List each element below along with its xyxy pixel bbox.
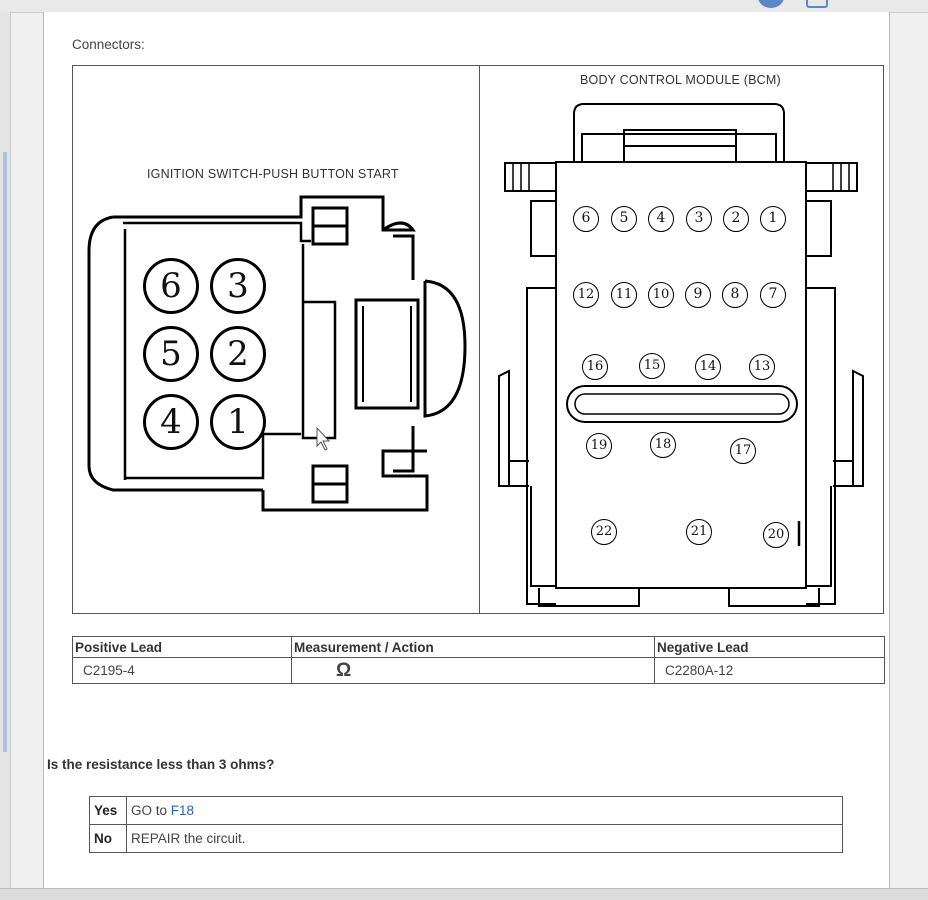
- left-panel-highlight: [3, 152, 7, 752]
- resistance-question: Is the resistance less than 3 ohms?: [47, 757, 275, 772]
- negative-lead-header: Negative Lead: [654, 636, 885, 658]
- ignition-pin-4: 2: [210, 326, 266, 382]
- measurement-table: Positive Lead Measurement / Action Negat…: [72, 636, 885, 684]
- left-panel-edge: [0, 12, 11, 892]
- table-header-row: Positive Lead Measurement / Action Negat…: [72, 636, 885, 658]
- positive-lead-header: Positive Lead: [72, 636, 292, 658]
- diagram-divider: [479, 66, 480, 613]
- bcm-pin: 3: [686, 206, 712, 232]
- f18-link[interactable]: F18: [170, 803, 195, 818]
- bcm-pin: 1: [760, 206, 786, 232]
- yes-key: Yes: [89, 796, 127, 825]
- bcm-pin: 16: [582, 354, 608, 380]
- yes-action: GO to F18: [126, 796, 843, 825]
- bcm-pin: 22: [591, 519, 617, 545]
- ignition-pin-2: 3: [210, 258, 266, 314]
- connector-diagram: IGNITION SWITCH-PUSH BUTTON START BODY C…: [72, 65, 884, 614]
- ignition-switch-title: IGNITION SWITCH-PUSH BUTTON START: [147, 167, 399, 181]
- bcm-connector-drawing: [498, 103, 864, 607]
- connectors-label: Connectors:: [72, 37, 145, 52]
- bottom-scrollbar[interactable]: [0, 888, 928, 900]
- no-action: REPAIR the circuit.: [126, 824, 843, 853]
- answer-table: Yes GO to F18 No REPAIR the circuit.: [89, 796, 843, 853]
- mouse-cursor-icon: [316, 426, 331, 451]
- negative-lead-cell: C2280A-12: [654, 657, 885, 684]
- bcm-title: BODY CONTROL MODULE (BCM): [580, 73, 781, 87]
- bcm-pin: 5: [611, 206, 637, 232]
- bcm-pin: 6: [573, 206, 599, 232]
- user-avatar-icon[interactable]: [758, 0, 784, 8]
- chat-icon[interactable]: [806, 0, 828, 8]
- answer-row-no: No REPAIR the circuit.: [89, 824, 843, 853]
- bcm-pin: 15: [639, 353, 665, 379]
- answer-row-yes: Yes GO to F18: [89, 796, 843, 825]
- bcm-pin: 13: [749, 354, 775, 380]
- ignition-pin-6: 1: [210, 394, 266, 450]
- no-key: No: [89, 824, 127, 853]
- bcm-pin: 18: [650, 432, 676, 458]
- bcm-pin: 11: [611, 282, 637, 308]
- measurement-cell: Ω: [291, 657, 655, 684]
- bcm-pin: 8: [722, 282, 748, 308]
- bcm-pin: 7: [760, 282, 786, 308]
- measurement-header: Measurement / Action: [291, 636, 655, 658]
- ignition-connector-drawing: [87, 195, 467, 512]
- bcm-pin: 4: [648, 206, 674, 232]
- positive-lead-cell: C2195-4: [72, 657, 292, 684]
- bcm-pin: 19: [586, 433, 612, 459]
- bcm-pin: 20: [763, 522, 789, 548]
- bcm-pin: 14: [695, 354, 721, 380]
- bcm-pin: 12: [573, 282, 599, 308]
- ignition-pin-3: 5: [143, 326, 199, 382]
- bcm-pin: 17: [730, 438, 756, 464]
- bcm-pin: 10: [648, 282, 674, 308]
- bcm-pin: 9: [685, 282, 711, 308]
- yes-action-prefix: GO to: [131, 803, 171, 818]
- ignition-pin-5: 4: [143, 394, 199, 450]
- bcm-pin: 2: [723, 206, 749, 232]
- bcm-pin: 21: [686, 519, 712, 545]
- table-row: C2195-4 Ω C2280A-12: [72, 657, 885, 684]
- ignition-pin-1: 6: [143, 258, 199, 314]
